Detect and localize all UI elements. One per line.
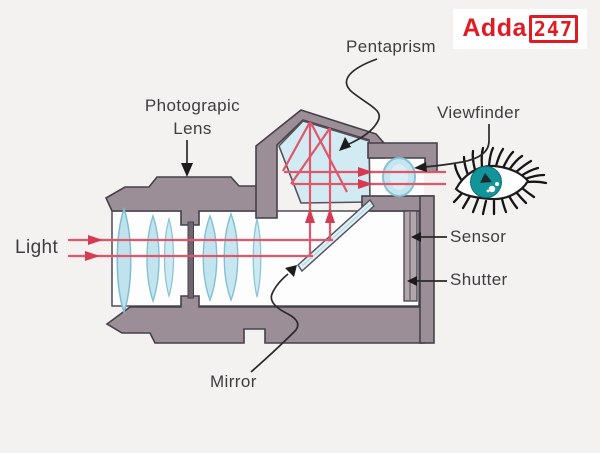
- lens-element-3: [163, 216, 175, 299]
- camera-back-wall: [419, 195, 435, 344]
- camera-interior: [111, 210, 420, 307]
- lens-barrel-bottom: [105, 295, 425, 344]
- shutter-label: Shutter: [450, 270, 508, 289]
- pentaprism-leader: [345, 58, 381, 145]
- viewfinder-label: Viewfinder: [437, 103, 521, 122]
- leader-arrowheads: [181, 137, 427, 286]
- eye-highlight-3: [486, 189, 490, 193]
- photographic-lens-label: Photograpic Lens: [120, 94, 265, 140]
- ray-arrow-in-1: [88, 235, 103, 245]
- mirror-label: Mirror: [210, 372, 257, 391]
- pentaprism-label: Pentaprism: [346, 37, 436, 56]
- eye-illustration: [452, 146, 548, 216]
- logo-brand-text: Adda: [462, 14, 527, 42]
- pentaprism-arrowhead: [339, 137, 351, 151]
- sensor-label: Sensor: [450, 227, 507, 246]
- sensor-arrowhead: [411, 232, 421, 242]
- mirror-sheen: [301, 203, 372, 267]
- lens-element-6: [252, 218, 262, 298]
- lens-element-1: [116, 206, 132, 315]
- shutter-arrowhead: [407, 276, 417, 286]
- viewfinder-lens-highlight: [390, 164, 408, 190]
- aperture-divider: [187, 221, 194, 299]
- viewfinder-arrowhead: [414, 162, 427, 172]
- ray-arrow-in-2: [85, 251, 100, 261]
- ray-arrow-up-2: [305, 208, 315, 223]
- eye-highlight-2: [495, 182, 499, 186]
- logo-number-badge: 247: [528, 14, 578, 43]
- photographic-lens-label-line2: Lens: [173, 119, 212, 138]
- lens-arrowhead: [181, 163, 193, 177]
- light-ray-arrows: [85, 167, 373, 261]
- mirror-leader: [250, 273, 299, 373]
- light-label: Light: [15, 237, 59, 258]
- ray-arrow-out-1: [358, 167, 373, 177]
- ray-arrow-up-1: [325, 208, 335, 223]
- photographic-lens-label-line1: Photograpic: [144, 96, 241, 115]
- mirror-arrowhead: [285, 265, 297, 277]
- ray-arrow-out-2: [358, 179, 373, 189]
- leader-lines: [186, 58, 490, 373]
- viewfinder-leader: [423, 124, 490, 168]
- eye-highlight-1: [488, 185, 496, 193]
- sensor-shutter-plane: [403, 210, 418, 302]
- prism-reflection-2: [290, 127, 331, 185]
- prism-reflection-1: [282, 121, 311, 172]
- prism-reflection-3: [310, 122, 348, 193]
- eye-pupil: [480, 173, 492, 183]
